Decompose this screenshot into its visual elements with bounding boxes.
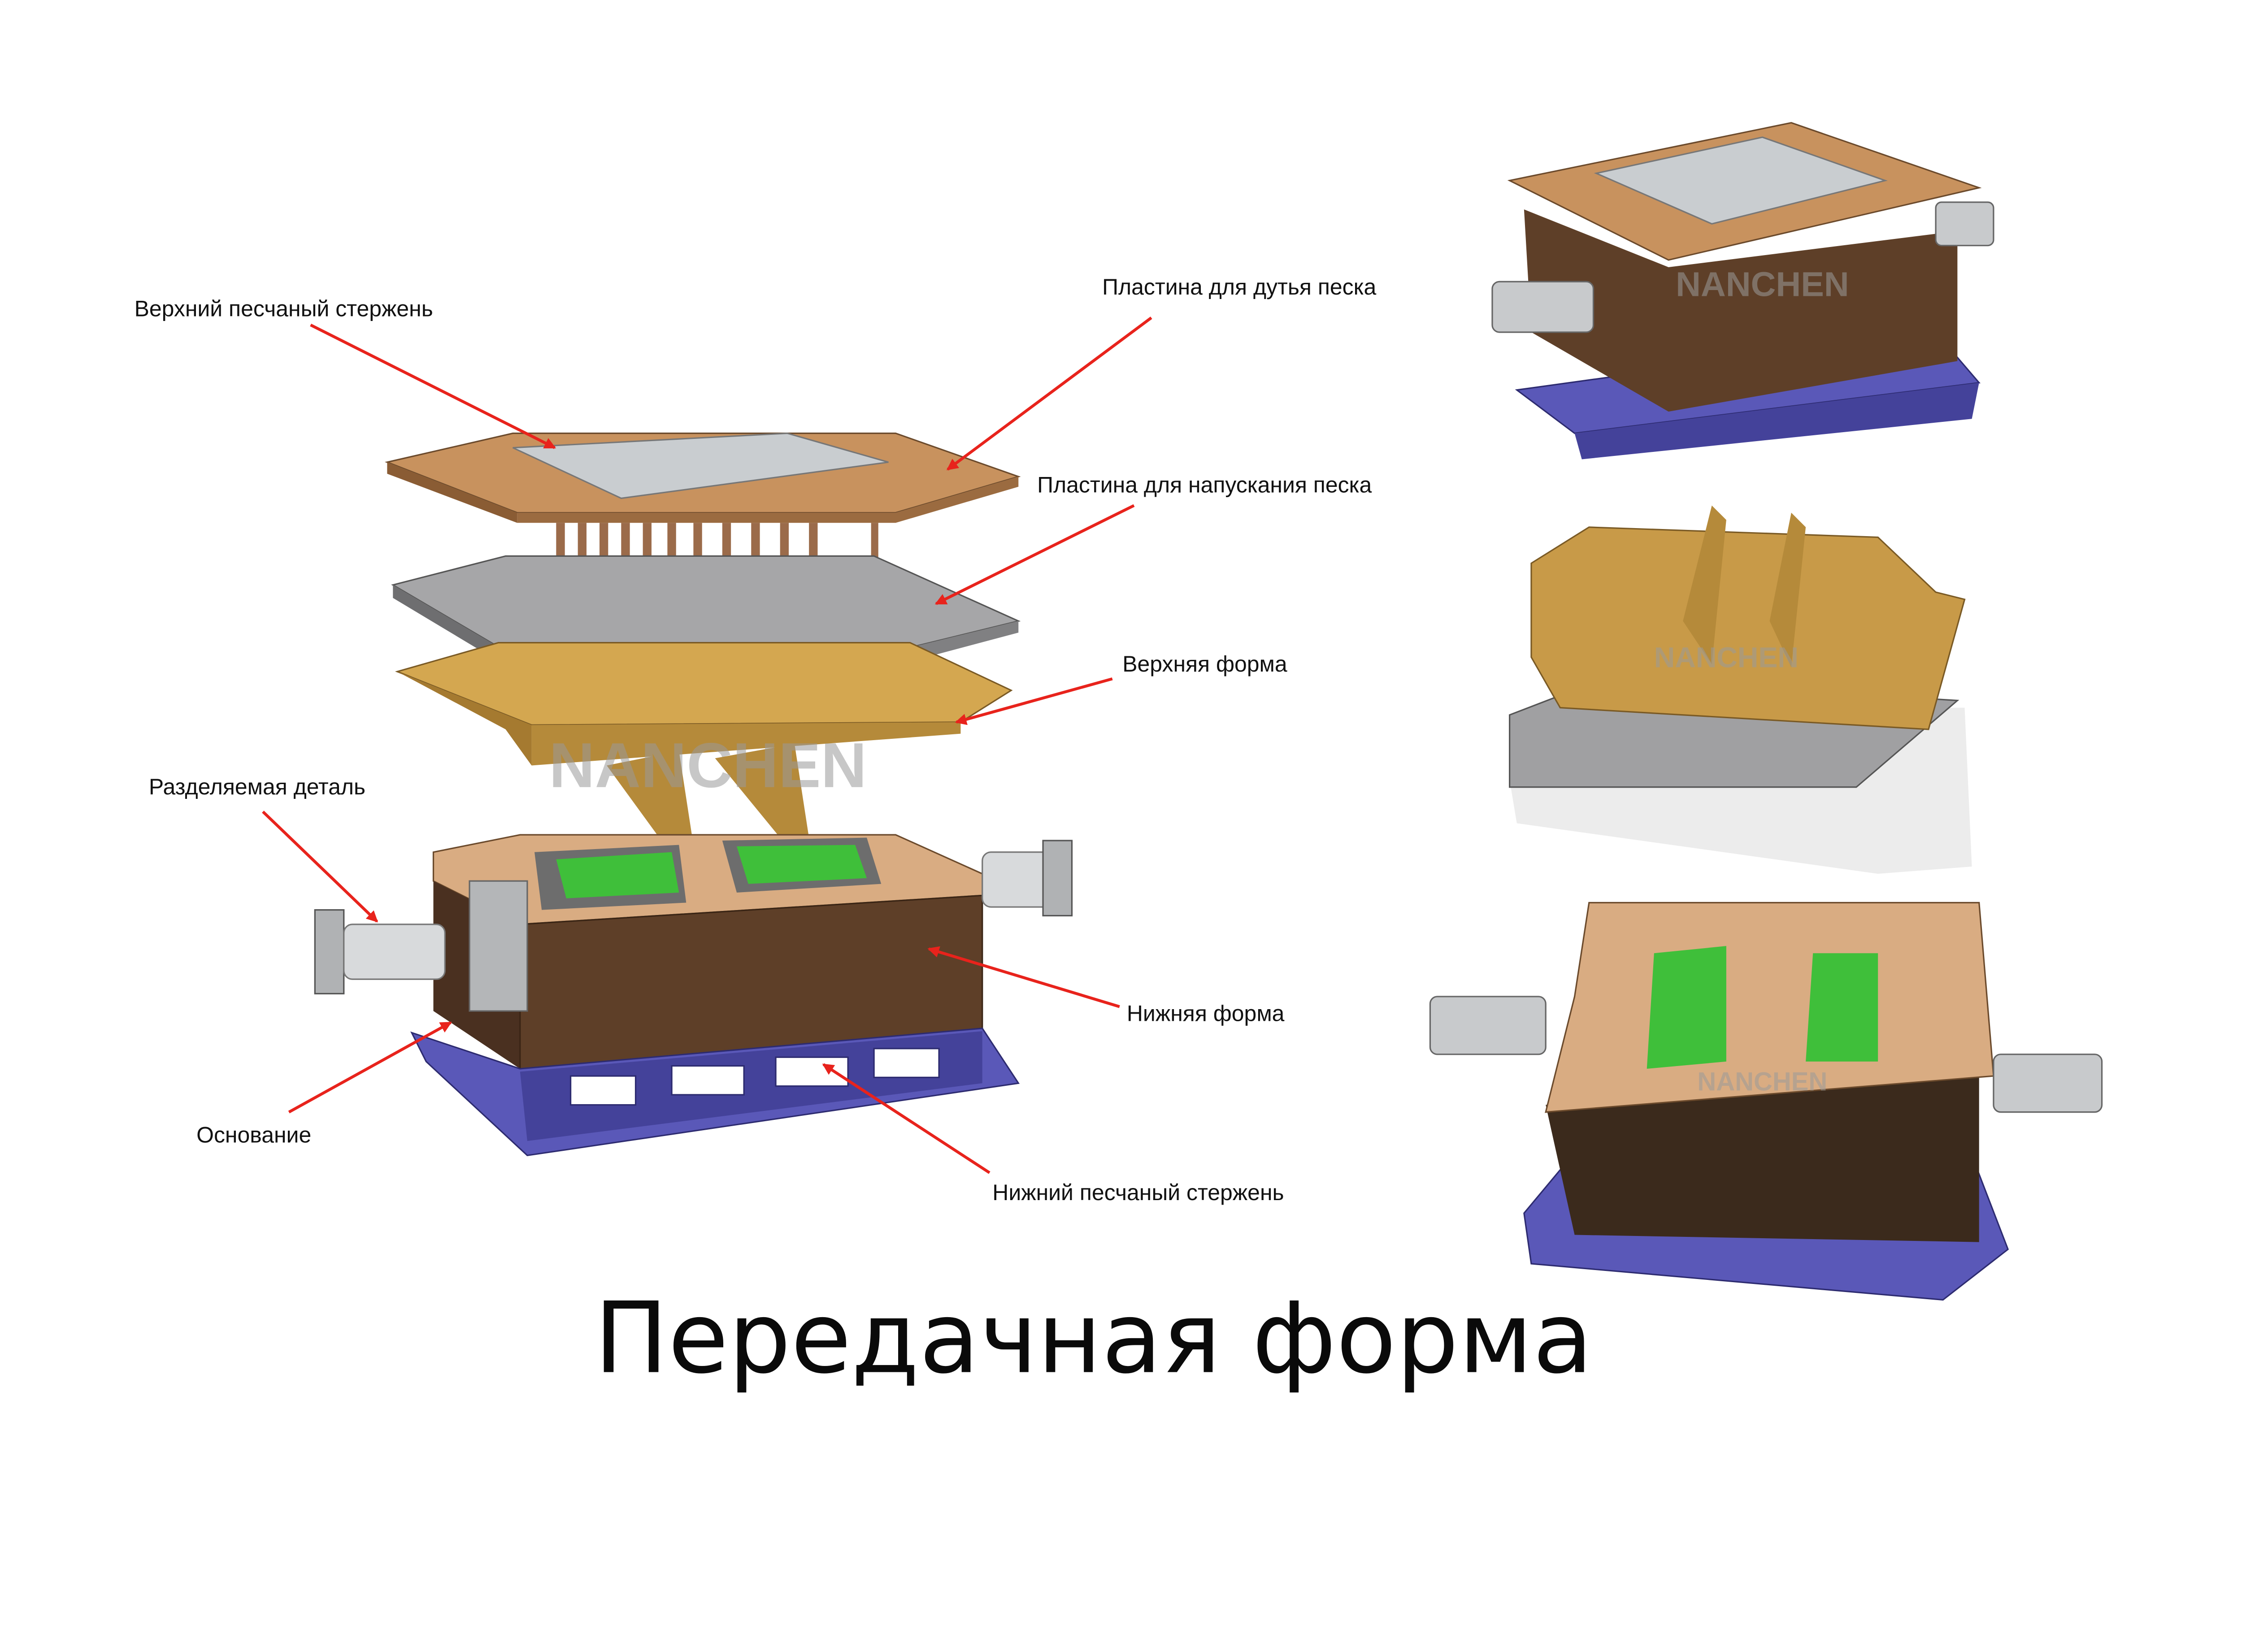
label-lower-sand-core: Нижний песчаный стержень xyxy=(992,1180,1284,1205)
watermark: NANCHEN xyxy=(1654,641,1799,673)
arrow-lower-sand-core xyxy=(822,1063,991,1174)
upper-mold xyxy=(395,642,1013,845)
arrow-sand-filling-plate xyxy=(934,504,1135,605)
label-upper-sand-core: Верхний песчаный стержень xyxy=(135,296,433,321)
watermark: NANCHEN xyxy=(1697,1067,1827,1096)
page-title: Передачная форма xyxy=(594,1281,1593,1396)
label-sand-filling-plate: Пластина для напускания песка xyxy=(1037,473,1372,498)
label-parting-part: Разделяемая деталь xyxy=(149,774,365,799)
assembled-view-top: NANCHEN xyxy=(1491,122,1994,460)
diagram-canvas: NANCHEN NANCHEN NANCHEN NANCHEN xyxy=(134,122,2103,1396)
label-base: Основание xyxy=(196,1122,311,1147)
arrow-upper-sand-core xyxy=(310,323,556,449)
lower-mold xyxy=(432,834,983,1073)
callout-arrows xyxy=(262,317,1152,1174)
watermark: NANCHEN xyxy=(549,730,867,801)
arrow-upper-mold xyxy=(955,677,1113,725)
transfer-mold-diagram: NANCHEN NANCHEN NANCHEN NANCHEN xyxy=(135,122,2103,1396)
watermark: NANCHEN xyxy=(1676,265,1849,304)
label-upper-mold: Верхняя форма xyxy=(1122,651,1287,676)
cylinders xyxy=(314,840,1073,995)
arrow-lower-mold xyxy=(927,946,1120,1008)
lower-mold-view: NANCHEN xyxy=(1429,902,2103,1301)
upper-sand-core xyxy=(513,432,889,499)
arrow-base xyxy=(288,1021,452,1114)
upper-mold-view: NANCHEN xyxy=(1509,505,1972,874)
sand-blowing-plate xyxy=(384,432,1021,523)
arrow-sand-blowing-plate xyxy=(946,317,1152,471)
base xyxy=(410,1028,1020,1157)
arrow-parting-part xyxy=(262,811,378,923)
exploded-mold-view: NANCHEN xyxy=(314,432,1073,1157)
label-sand-blowing-plate: Пластина для дутья песка xyxy=(1102,274,1376,299)
label-lower-mold: Нижняя форма xyxy=(1127,1001,1285,1026)
